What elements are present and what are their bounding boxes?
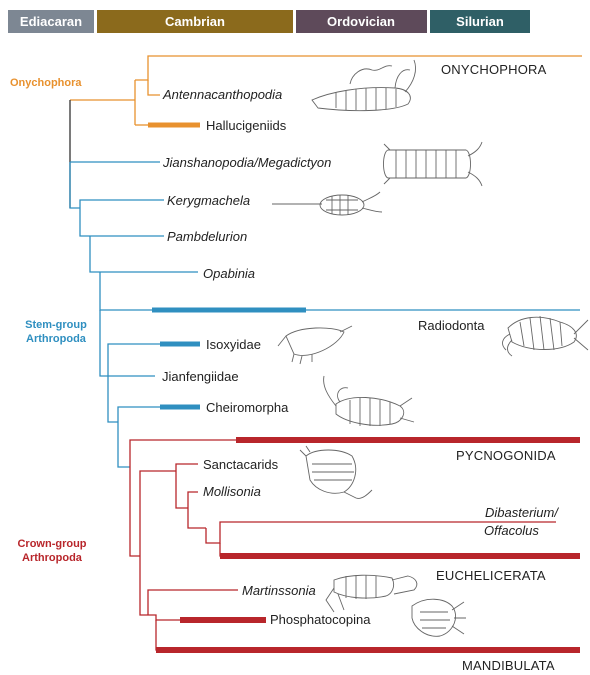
kerygmachela-drawing [272, 192, 382, 215]
period-silurian: Silurian [430, 10, 530, 33]
martinssonia-drawing [326, 575, 417, 612]
period-ediacaran-label: Ediacaran [20, 14, 82, 29]
group-stem-line1: Stem-group [25, 319, 87, 331]
radiodonta-drawing [503, 316, 588, 356]
taxon-radiodonta: Radiodonta [418, 318, 485, 333]
group-crown-line1: Crown-group [17, 538, 86, 550]
group-stem-line2: Arthropoda [26, 333, 87, 345]
branch-cheiromorpha [118, 407, 162, 422]
taxon-jianfengiidae: Jianfengiidae [162, 369, 239, 384]
taxon-dibasterium-line1: Dibasterium/ [485, 505, 559, 520]
branch-radiodonta [100, 272, 580, 310]
taxon-sanctacarids: Sanctacarids [203, 457, 279, 472]
taxon-kerygmachela: Kerygmachela [167, 193, 250, 208]
isoxyidae-drawing [278, 326, 352, 364]
phosphatocopina-drawing [412, 599, 466, 636]
branch-isoxyidae [108, 344, 162, 376]
group-crown-line2: Arthropoda [22, 552, 83, 564]
taxon-isoxyidae: Isoxyidae [206, 337, 261, 352]
branch-stem-to-crown [118, 422, 130, 467]
taxon-pycnogonida: PYCNOGONIDA [456, 448, 556, 463]
branch-stem-node-4 [100, 310, 108, 376]
taxon-cheiromorpha: Cheiromorpha [206, 400, 289, 415]
branch-stem-node-2 [80, 208, 90, 236]
taxon-phosphatocopina: Phosphatocopina [270, 612, 371, 627]
organism-drawings [272, 60, 588, 636]
branch-phosphatocopina [148, 615, 180, 620]
taxon-dibasterium-line2: Offacolus [484, 523, 539, 538]
period-ediacaran: Ediacaran [8, 10, 94, 33]
period-silurian-label: Silurian [456, 14, 504, 29]
taxon-euchelicerata: EUCHELICERATA [436, 568, 546, 583]
branch-mollisonia-node [176, 471, 188, 508]
cheiromorpha-drawing [324, 376, 414, 426]
branch-crown-node [130, 467, 140, 556]
period-ordovician-label: Ordovician [327, 14, 395, 29]
taxon-onychophora: ONYCHOPHORA [441, 62, 547, 77]
branch-sanctacarids [176, 464, 198, 471]
taxon-pambdelurion: Pambdelurion [167, 229, 247, 244]
taxon-opabinia: Opabinia [203, 266, 255, 281]
megadictyon-drawing [384, 142, 483, 186]
branch-stem-node-3 [90, 236, 100, 272]
antennacanthopodia-drawing [312, 60, 416, 111]
group-onychophora-label: Onychophora [10, 77, 82, 89]
branch-stem-node-5 [108, 376, 118, 422]
taxon-antennacanthopodia: Antennacanthopodia [162, 87, 282, 102]
branch-mandibulata-node [140, 556, 148, 615]
branch-antennacanthopodia [148, 80, 160, 95]
branch-martinssonia [148, 590, 238, 615]
branch-kerygmachela [80, 200, 164, 208]
sanctacarid-drawing [300, 446, 372, 498]
period-cambrian-label: Cambrian [165, 14, 225, 29]
taxon-martinssonia: Martinssonia [242, 583, 316, 598]
stem-group-branches [70, 162, 580, 467]
taxon-mollisonia: Mollisonia [203, 484, 261, 499]
taxon-hallucigeniids: Hallucigeniids [206, 118, 287, 133]
branch-chelicerata-node [140, 471, 176, 556]
taxon-mandibulata: MANDIBULATA [462, 658, 555, 673]
branch-euchelicerata-node [188, 508, 206, 528]
branch-mollisonia [188, 492, 198, 508]
period-ordovician: Ordovician [296, 10, 427, 33]
period-bar: Ediacaran Cambrian Ordovician Silurian [8, 10, 530, 33]
period-cambrian: Cambrian [97, 10, 293, 33]
branch-stem-root [70, 162, 80, 208]
taxon-jianshanopodia: Jianshanopodia/Megadictyon [162, 155, 331, 170]
